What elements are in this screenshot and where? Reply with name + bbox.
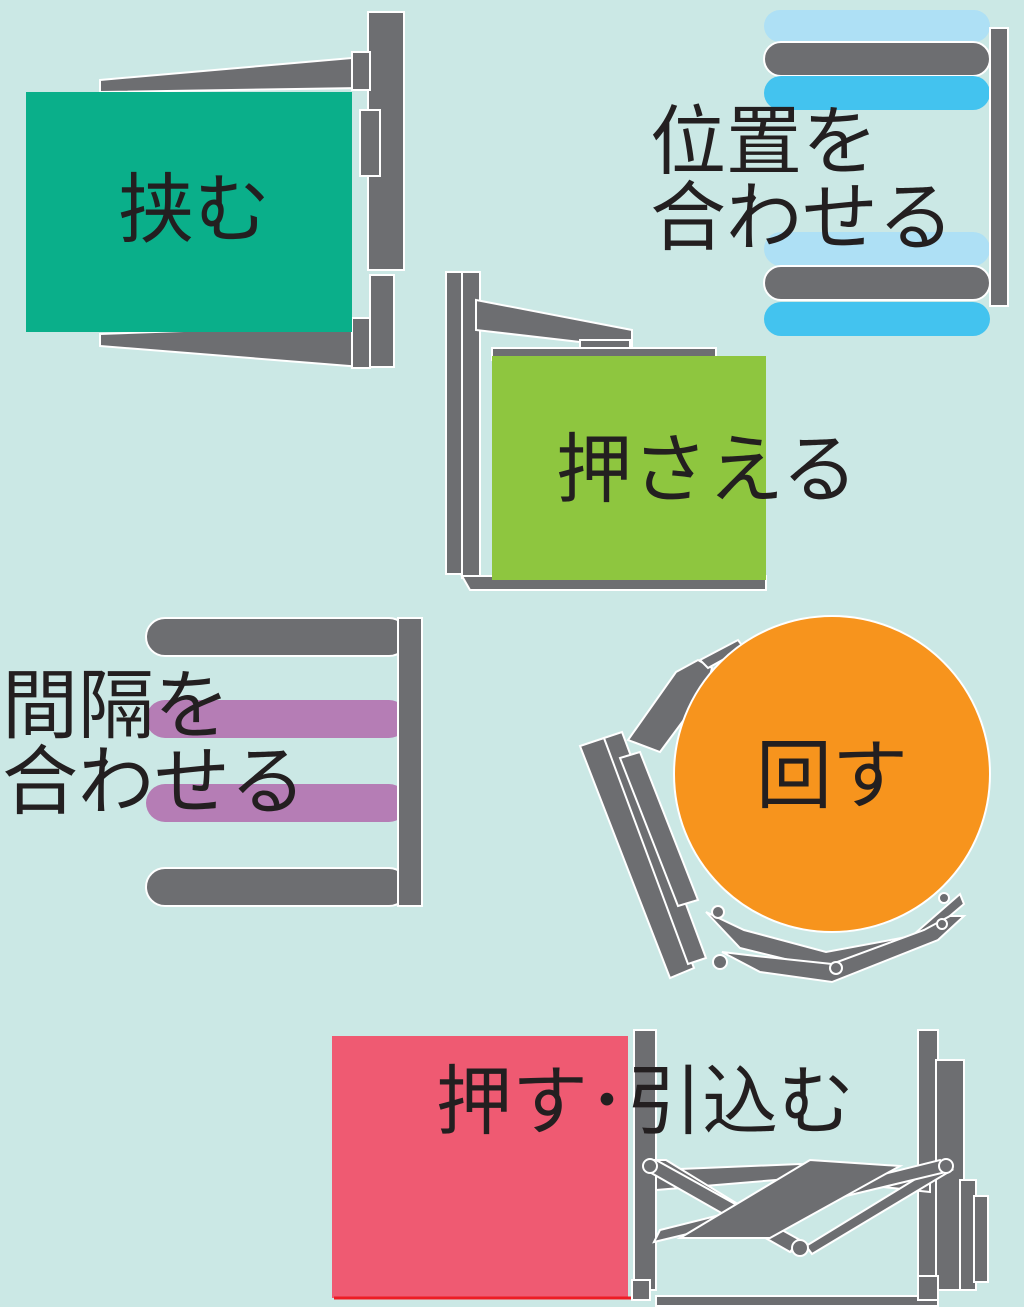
spacing-label-line2: 合わせる <box>2 737 306 826</box>
spacing-label-line1: 間隔を <box>2 661 230 750</box>
align-fingers <box>763 10 1009 336</box>
pushpull-workpiece <box>332 1036 628 1298</box>
rotate-label: 回す <box>756 731 908 820</box>
spacing-label: 間隔を 合わせる <box>2 668 306 820</box>
align-label: 位置を 合わせる <box>650 104 954 256</box>
align-label-line1: 位置を <box>650 97 878 186</box>
press-mechanism <box>445 271 767 591</box>
rotate-mechanism <box>578 638 967 984</box>
clamp-gripper <box>99 11 405 369</box>
pushpull-label: 押す･引込む <box>436 1057 854 1146</box>
press-label: 押さえる <box>556 425 858 514</box>
rotate-workpiece <box>673 615 991 933</box>
press-workpiece <box>492 356 766 580</box>
align-label-line2: 合わせる <box>650 173 954 262</box>
pushpull-scissor-mechanism <box>631 1029 989 1307</box>
clamp-workpiece <box>26 92 352 332</box>
spacing-fingers <box>145 617 423 907</box>
clamp-label: 挟む <box>118 165 270 254</box>
